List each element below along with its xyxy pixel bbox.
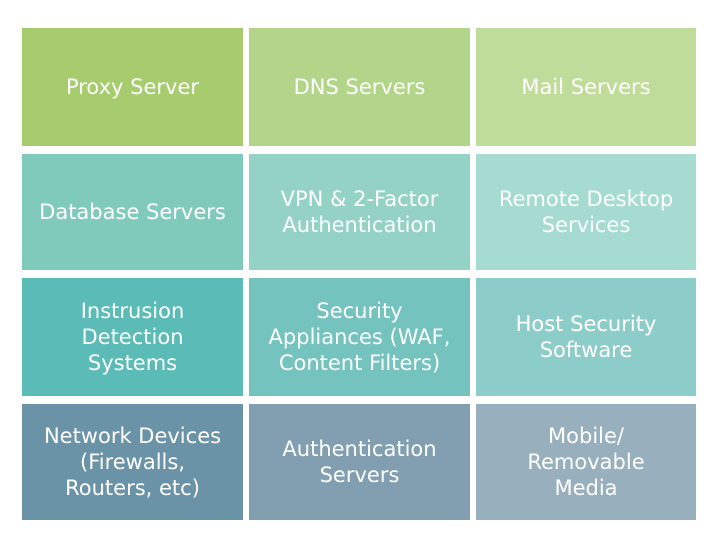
server-category-grid: Proxy Server DNS Servers Mail Servers Da… bbox=[22, 28, 696, 520]
tile-label: Instrusion Detection Systems bbox=[80, 299, 185, 375]
tile-intrusion-detection: Instrusion Detection Systems bbox=[22, 278, 243, 396]
tile-label: Host Security Software bbox=[515, 312, 657, 362]
tile-dns-servers: DNS Servers bbox=[249, 28, 470, 146]
tile-label: Security Appliances (WAF, Content Filter… bbox=[268, 299, 451, 375]
tile-label: VPN & 2-Factor Authentication bbox=[280, 187, 439, 237]
tile-label: Mail Servers bbox=[521, 75, 651, 99]
tile-security-appliances: Security Appliances (WAF, Content Filter… bbox=[249, 278, 470, 396]
tile-host-security: Host Security Software bbox=[476, 278, 696, 396]
tile-mobile-removable-media: Mobile/ Removable Media bbox=[476, 404, 696, 520]
tile-proxy-server: Proxy Server bbox=[22, 28, 243, 146]
tile-label: Database Servers bbox=[39, 200, 226, 224]
tile-mail-servers: Mail Servers bbox=[476, 28, 696, 146]
tile-label: Network Devices (Firewalls, Routers, etc… bbox=[43, 424, 222, 500]
tile-label: Remote Desktop Services bbox=[498, 187, 674, 237]
tile-authentication-servers: Authentication Servers bbox=[249, 404, 470, 520]
tile-network-devices: Network Devices (Firewalls, Routers, etc… bbox=[22, 404, 243, 520]
tile-vpn-2fa: VPN & 2-Factor Authentication bbox=[249, 154, 470, 270]
tile-database-servers: Database Servers bbox=[22, 154, 243, 270]
tile-label: Proxy Server bbox=[65, 75, 200, 99]
tile-label: DNS Servers bbox=[293, 75, 426, 99]
tile-remote-desktop: Remote Desktop Services bbox=[476, 154, 696, 270]
tile-label: Mobile/ Removable Media bbox=[527, 424, 645, 500]
tile-label: Authentication Servers bbox=[282, 437, 437, 487]
